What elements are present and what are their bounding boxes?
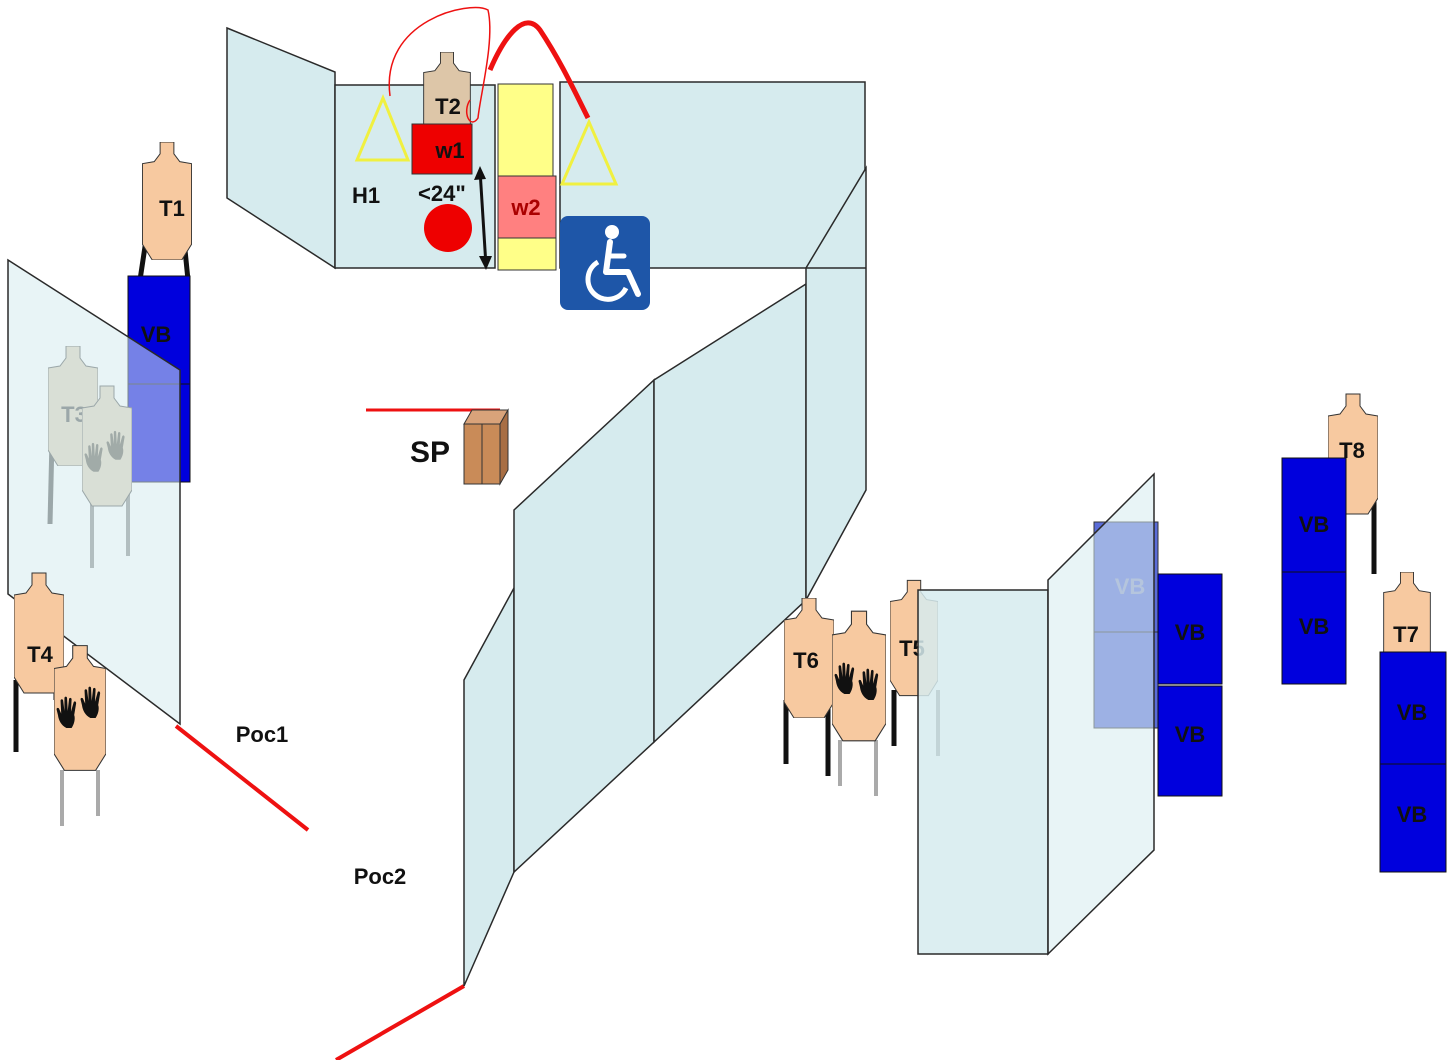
wall-center-2 [513,378,655,874]
target-t7: T7 [1383,572,1431,684]
wall-center-3 [653,282,807,744]
wall-center-4 [805,165,867,601]
arc-thin [388,6,491,123]
target-t2: T2 [423,52,471,164]
barrel-t7-bottom-label: VB [1397,802,1428,827]
barrel-t8-bottom-label: VB [1299,614,1330,639]
fault-line-poc1 [174,724,310,832]
target-t8: T8 [1328,393,1378,574]
shooter-position-dot [424,204,472,252]
wall-center-1 [463,587,515,987]
arc-thick [487,20,591,120]
barrel-stack-t8: VB VB [1281,457,1347,685]
wall-right-side [1047,472,1155,956]
w2-marker [497,175,557,239]
triangle-right [559,118,619,186]
wheelchair-icon [560,216,650,310]
barrel-stack-t7: VB VB [1379,651,1447,873]
yellow-panel-1 [497,83,554,177]
sp-label: SP [410,436,450,469]
target-t1-label: T1 [159,196,185,221]
poc1-label: Poc1 [236,722,289,747]
barrel-t7-top-label: VB [1397,700,1428,725]
target-t2-label: T2 [435,94,461,119]
barrel-t8-top-label: VB [1299,512,1330,537]
fault-line-poc2 [334,984,466,1060]
distance-arrow [478,169,488,267]
start-position-box [463,408,509,486]
w2-label: w2 [510,195,540,220]
barrel-mid-bottom-label: VB [1175,722,1206,747]
triangle-left [354,94,411,162]
barrel-mid-top-label: VB [1175,620,1206,645]
distance-arrowhead-bottom [479,256,492,270]
target-t6-label: T6 [793,648,819,673]
target-t1: T1 [137,142,192,281]
target-t7-label: T7 [1393,622,1419,647]
wall-top-left-wing [226,26,336,270]
target-t4-label: T4 [27,642,53,667]
h1-label: H1 [352,183,380,208]
wall-top-back [334,84,496,269]
target-t6: T6 [783,598,834,776]
barrel-left-label: VB [141,322,172,347]
target-t4: T4 [13,572,64,752]
center-walls [463,165,867,987]
poc2-label: Poc2 [354,864,407,889]
w1-label: w1 [434,138,464,163]
w1-marker [411,123,473,175]
distance-arrowhead-top [474,166,486,180]
wall-right-front [917,589,1049,955]
barrel-stack-mid: VB VB [1157,573,1223,797]
target-t6-no-shoot [832,610,886,796]
target-t4-no-shoot [54,645,106,826]
distance-label: <24" [418,181,466,206]
